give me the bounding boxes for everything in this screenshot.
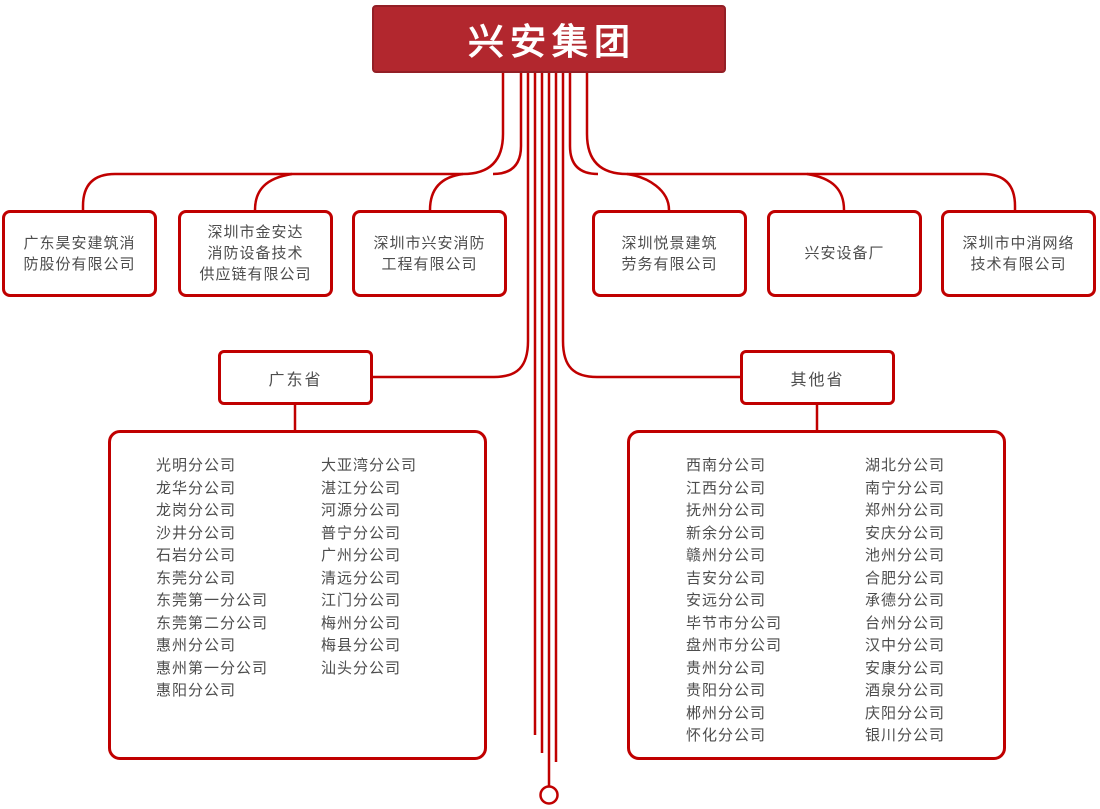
company-label: 深圳市中消网络 技术有限公司 <box>962 234 1075 273</box>
branch-item: 新余分公司 <box>686 524 767 542</box>
branch-item: 东莞第一分公司 <box>156 592 269 609</box>
branch-item: 西南分公司 <box>686 457 767 474</box>
company-label: 广东昊安建筑消 防股份有限公司 <box>23 234 136 273</box>
branch-column: 大亚湾分公司湛江分公司河源分公司普宁分公司广州分公司清远分公司江门分公司梅州分公… <box>321 455 417 757</box>
branch-item: 广州分公司 <box>321 547 402 564</box>
branch-item: 汉中分公司 <box>865 637 946 654</box>
branch-item: 抚州分公司 <box>686 502 767 519</box>
branch-item: 梅州分公司 <box>321 614 402 632</box>
branch-item: 怀化分公司 <box>686 727 767 744</box>
branch-item: 郴州分公司 <box>686 704 767 722</box>
branch-item: 龙华分公司 <box>156 479 237 497</box>
company-node-equipment-factory: 兴安设备厂 <box>767 210 922 297</box>
branch-item: 银川分公司 <box>865 727 946 744</box>
connector-line <box>561 73 740 379</box>
branch-item: 惠州第一分公司 <box>156 659 269 677</box>
branch-item: 吉安分公司 <box>686 569 767 587</box>
branch-item: 贵阳分公司 <box>686 682 767 699</box>
branch-item: 台州分公司 <box>865 614 946 632</box>
region-label: 广东省 <box>268 371 323 389</box>
branch-item: 光明分公司 <box>156 457 237 474</box>
connector-line <box>373 73 530 379</box>
branch-item: 大亚湾分公司 <box>321 457 418 474</box>
branch-item: 江门分公司 <box>321 592 402 609</box>
branch-item: 河源分公司 <box>321 502 402 519</box>
branch-item: 合肥分公司 <box>865 569 946 587</box>
company-label: 深圳市兴安消防 工程有限公司 <box>373 234 486 273</box>
company-node-haoan: 广东昊安建筑消 防股份有限公司 <box>2 210 157 297</box>
branch-item: 东莞分公司 <box>156 569 237 587</box>
connector-line <box>428 172 464 211</box>
region-label: 其他省 <box>790 371 845 389</box>
branch-list-guangdong: 光明分公司龙华分公司龙岗分公司沙井分公司石岩分公司东莞分公司东莞第一分公司东莞第… <box>108 430 487 760</box>
branch-item: 沙井分公司 <box>156 524 237 542</box>
region-node-guangdong: 广东省 <box>218 350 373 405</box>
branch-item: 湖北分公司 <box>865 457 946 474</box>
company-node-xingan-fire: 深圳市兴安消防 工程有限公司 <box>352 210 507 297</box>
root-label: 兴安集团 <box>467 21 636 62</box>
branch-item: 酒泉分公司 <box>865 682 946 699</box>
region-node-other-provinces: 其他省 <box>740 350 895 405</box>
line-end-circle <box>539 785 559 805</box>
branch-column: 湖北分公司南宁分公司郑州分公司安庆分公司池州分公司合肥分公司承德分公司台州分公司… <box>865 455 945 757</box>
branch-item: 庆阳分公司 <box>865 704 946 722</box>
branch-item: 安庆分公司 <box>865 524 946 542</box>
branch-item: 江西分公司 <box>686 479 767 497</box>
branch-list-other-provinces: 西南分公司江西分公司抚州分公司新余分公司赣州分公司吉安分公司安远分公司毕节市分公… <box>627 430 1006 760</box>
branch-item: 汕头分公司 <box>321 659 402 677</box>
branch-item: 南宁分公司 <box>865 479 946 497</box>
branch-item: 石岩分公司 <box>156 547 237 564</box>
company-node-jinanda: 深圳市金安达 消防设备技术 供应链有限公司 <box>178 210 333 297</box>
company-label: 深圳悦景建筑 劳务有限公司 <box>621 234 718 273</box>
connector-line <box>568 73 599 176</box>
branch-item: 东莞第二分公司 <box>156 614 269 632</box>
branch-item: 普宁分公司 <box>321 524 402 542</box>
connector-line <box>81 73 505 210</box>
company-label: 兴安设备厂 <box>804 245 885 262</box>
branch-item: 盘州市分公司 <box>686 637 783 654</box>
company-label: 深圳市金安达 消防设备技术 供应链有限公司 <box>199 224 312 283</box>
branch-item: 惠阳分公司 <box>156 682 237 699</box>
branch-item: 安康分公司 <box>865 659 946 677</box>
company-node-yuejing: 深圳悦景建筑 劳务有限公司 <box>592 210 747 297</box>
connector-line <box>253 172 293 211</box>
connector-line <box>492 73 523 176</box>
branch-item: 郑州分公司 <box>865 502 946 519</box>
branch-item: 赣州分公司 <box>686 547 767 564</box>
branch-item: 承德分公司 <box>865 592 946 609</box>
branch-column: 西南分公司江西分公司抚州分公司新余分公司赣州分公司吉安分公司安远分公司毕节市分公… <box>686 455 865 757</box>
connector-line <box>626 172 671 211</box>
branch-column: 光明分公司龙华分公司龙岗分公司沙井分公司石岩分公司东莞分公司东莞第一分公司东莞第… <box>156 455 321 757</box>
branch-item: 湛江分公司 <box>321 479 402 497</box>
branch-item: 毕节市分公司 <box>686 614 783 632</box>
connector-line <box>806 172 846 211</box>
branch-item: 惠州分公司 <box>156 637 237 654</box>
branch-item: 梅县分公司 <box>321 637 402 654</box>
branch-item: 龙岗分公司 <box>156 502 237 519</box>
connector-line <box>585 73 1017 210</box>
branch-item: 池州分公司 <box>865 547 946 564</box>
branch-item: 清远分公司 <box>321 569 402 587</box>
root-node: 兴安集团 <box>372 5 726 73</box>
company-node-zhongxiao-network: 深圳市中消网络 技术有限公司 <box>941 210 1096 297</box>
branch-item: 安远分公司 <box>686 592 767 609</box>
branch-item: 贵州分公司 <box>686 659 767 677</box>
